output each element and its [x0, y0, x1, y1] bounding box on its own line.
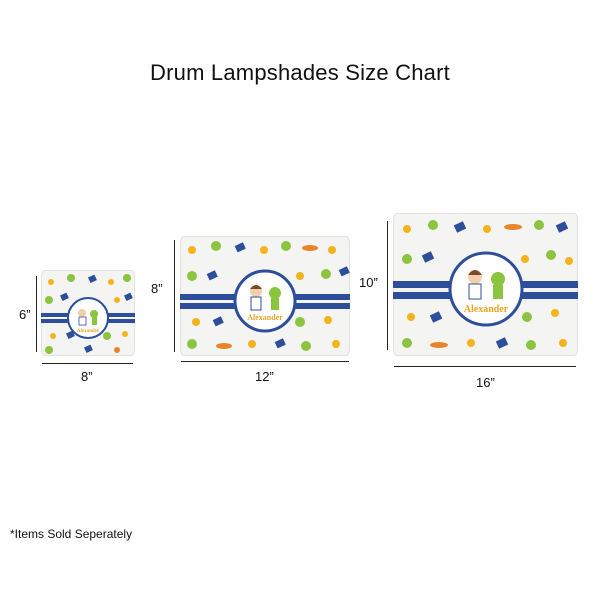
width-line-small	[42, 363, 133, 364]
pattern-icons	[402, 220, 573, 350]
width-line-large	[394, 366, 576, 367]
height-label-large: 10”	[359, 275, 378, 290]
lampshade-small-pattern: Alexander	[41, 274, 135, 354]
lampshade-large-pattern: Alexander	[393, 220, 578, 350]
shade-small-name: Alexander	[77, 329, 100, 334]
width-label-small: 8”	[81, 369, 93, 384]
pattern-icons	[45, 274, 133, 354]
height-label-medium: 8”	[151, 281, 163, 296]
lampshade-large: Alexander	[393, 213, 578, 356]
height-line-small	[36, 276, 37, 352]
footnote: *Items Sold Seperately	[10, 527, 133, 541]
height-line-medium	[174, 240, 175, 352]
pattern-icons	[187, 241, 350, 351]
width-label-medium: 12”	[255, 369, 274, 384]
shade-large-name: Alexander	[464, 304, 509, 315]
lampshade-medium: Alexander	[180, 236, 350, 356]
lampshade-small: Alexander	[41, 270, 135, 356]
width-label-large: 16”	[476, 375, 495, 390]
height-label-small: 6”	[19, 307, 31, 322]
height-line-large	[387, 221, 388, 350]
page-title: Drum Lampshades Size Chart	[150, 60, 450, 85]
lampshade-medium-pattern: Alexander	[180, 241, 350, 351]
shade-medium-name: Alexander	[247, 313, 283, 322]
width-line-medium	[181, 361, 349, 362]
